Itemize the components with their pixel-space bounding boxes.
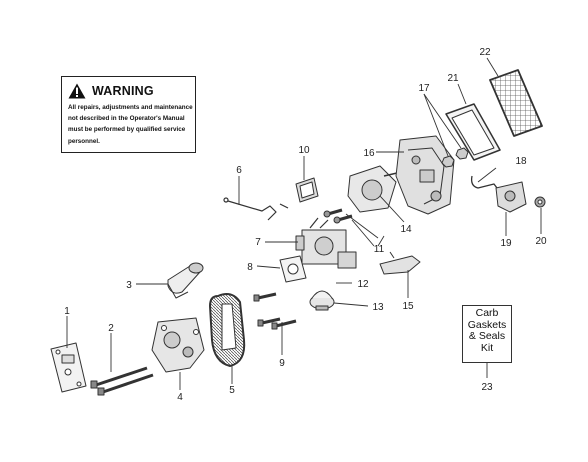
- callout-19: 19: [500, 238, 512, 249]
- part-4-filter-base: [151, 317, 205, 373]
- part-2-bolts: [90, 366, 154, 396]
- kit-label-box: Carb Gaskets & Seals Kit: [462, 305, 512, 363]
- callout-13: 13: [372, 302, 384, 313]
- warning-line: must be performed by qualified service: [68, 126, 186, 134]
- callout-22: 22: [479, 47, 491, 58]
- kit-line: & Seals: [468, 330, 506, 342]
- part-21-filter-pad: [445, 103, 501, 161]
- kit-line: Kit: [480, 341, 494, 354]
- part-16-housing: [395, 135, 455, 215]
- callout-23: 23: [481, 382, 493, 393]
- part-5-air-filter: [209, 293, 246, 367]
- callout-12: 12: [357, 279, 369, 290]
- callout-17: 17: [418, 83, 430, 94]
- callout-4: 4: [177, 392, 183, 403]
- part-6-rod: [223, 197, 289, 221]
- warning-text: All repairs, adjustments and maintenance…: [68, 102, 193, 147]
- callout-20: 20: [535, 236, 547, 247]
- warning-header: WARNING: [68, 83, 191, 99]
- callouts: 1 2 3 4 5 6 7 8 9 10 11 12 13 14 15 16 1…: [64, 47, 547, 403]
- kit-line: Gaskets: [467, 318, 507, 331]
- warning-line: not described in the Operator's Manual: [68, 115, 185, 123]
- warning-line: personnel.: [68, 137, 100, 145]
- part-19-lever: [495, 181, 527, 213]
- part-1-plate: [50, 342, 87, 393]
- callout-1: 1: [64, 306, 70, 317]
- warning-triangle-icon: [68, 83, 86, 99]
- callout-5: 5: [229, 385, 235, 396]
- part-8-gasket: [279, 255, 307, 283]
- callout-10: 10: [298, 145, 310, 156]
- part-10-bracket: [295, 177, 319, 203]
- part-9-screws: [253, 292, 297, 330]
- callout-2: 2: [108, 323, 114, 334]
- warning-line: All repairs, adjustments and maintenance: [68, 104, 193, 111]
- part-18-spring: [470, 175, 501, 193]
- callout-18: 18: [515, 156, 527, 167]
- warning-title: WARNING: [92, 84, 154, 98]
- part-11-screws: [323, 208, 353, 224]
- part-7-carburetor: [295, 217, 357, 269]
- callout-6: 6: [236, 165, 242, 176]
- callout-15: 15: [402, 301, 414, 312]
- callout-14: 14: [400, 224, 412, 235]
- callout-16: 16: [363, 148, 375, 159]
- callout-7: 7: [255, 237, 261, 248]
- part-15-link: [379, 251, 421, 275]
- part-22-grid-cover: [489, 69, 543, 137]
- callout-8: 8: [247, 262, 253, 273]
- part-13-primer-bulb: [309, 290, 335, 311]
- warning-label: WARNING All repairs, adjustments and mai…: [61, 76, 196, 153]
- leader-lines: [66, 57, 542, 390]
- part-3-elbow: [167, 262, 204, 299]
- callout-3: 3: [126, 280, 132, 291]
- callout-11: 11: [374, 244, 385, 255]
- callout-9: 9: [279, 358, 285, 369]
- part-17-nuts: [441, 147, 469, 168]
- callout-21: 21: [447, 73, 459, 84]
- part-20-nut: [534, 196, 546, 208]
- kit-line: Carb: [475, 307, 499, 319]
